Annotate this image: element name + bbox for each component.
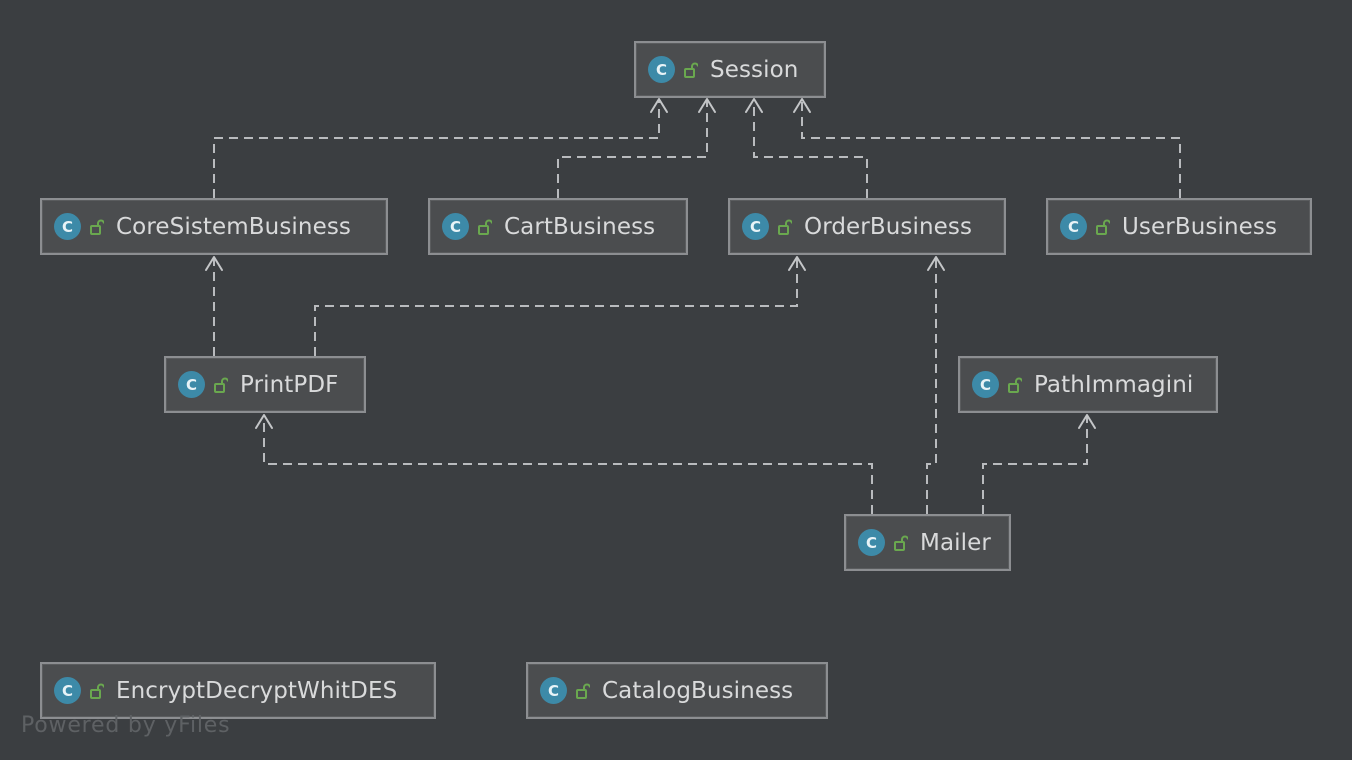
arrowhead-orderbusiness-2 <box>927 256 945 271</box>
class-node-userbusiness[interactable]: C UserBusiness <box>1046 198 1312 255</box>
lock-open-icon <box>576 683 590 699</box>
arrowhead-orderbusiness-1 <box>788 256 806 271</box>
class-node-pathimmagini[interactable]: C PathImmagini <box>958 356 1218 413</box>
class-node-coresistembusiness[interactable]: C CoreSistemBusiness <box>40 198 388 255</box>
class-name: Mailer <box>920 529 991 556</box>
class-name: UserBusiness <box>1122 213 1278 240</box>
edge-mailer-orderbusiness <box>926 257 937 514</box>
arrowhead-printpdf <box>255 414 273 429</box>
class-name: PrintPDF <box>240 371 339 398</box>
arrowhead-coresistembusiness <box>205 256 223 271</box>
class-name: CartBusiness <box>504 213 656 240</box>
arrowhead-session-1 <box>650 98 668 113</box>
watermark-text: Powered by yFiles <box>21 713 231 738</box>
class-node-orderbusiness[interactable]: C OrderBusiness <box>728 198 1006 255</box>
lock-open-icon <box>778 219 792 235</box>
class-node-printpdf[interactable]: C PrintPDF <box>164 356 366 413</box>
lock-open-icon <box>1008 377 1022 393</box>
class-name: CatalogBusiness <box>602 677 794 704</box>
class-node-encryptdecryptwhitdes[interactable]: C EncryptDecryptWhitDES <box>40 662 436 719</box>
edge-coresistembusiness-session <box>213 99 660 198</box>
class-icon: C <box>742 213 769 240</box>
lock-open-icon <box>684 62 698 78</box>
arrowhead-session-2 <box>698 98 716 113</box>
class-node-cartbusiness[interactable]: C CartBusiness <box>428 198 688 255</box>
edge-mailer-printpdf <box>263 415 873 514</box>
lock-open-icon <box>214 377 228 393</box>
edge-orderbusiness-session <box>753 99 868 198</box>
lock-open-icon <box>90 219 104 235</box>
lock-open-icon <box>1096 219 1110 235</box>
class-name: Session <box>710 56 799 83</box>
arrowhead-session-3 <box>745 98 763 113</box>
edge-mailer-pathimmagini <box>982 415 1088 514</box>
lock-open-icon <box>478 219 492 235</box>
edge-cartbusiness-session <box>557 99 708 198</box>
class-icon: C <box>648 56 675 83</box>
class-node-session[interactable]: C Session <box>634 41 826 98</box>
class-icon: C <box>972 371 999 398</box>
class-icon: C <box>54 213 81 240</box>
lock-open-icon <box>90 683 104 699</box>
class-icon: C <box>178 371 205 398</box>
class-icon: C <box>54 677 81 704</box>
edge-printpdf-orderbusiness <box>314 257 798 356</box>
arrowhead-session-4 <box>793 98 811 113</box>
class-icon: C <box>1060 213 1087 240</box>
class-name: EncryptDecryptWhitDES <box>116 677 398 704</box>
class-icon: C <box>540 677 567 704</box>
class-icon: C <box>442 213 469 240</box>
arrowhead-pathimmagini <box>1078 414 1096 429</box>
lock-open-icon <box>894 535 908 551</box>
class-icon: C <box>858 529 885 556</box>
class-name: OrderBusiness <box>804 213 973 240</box>
class-name: PathImmagini <box>1034 371 1194 398</box>
class-name: CoreSistemBusiness <box>116 213 352 240</box>
edge-userbusiness-session <box>801 99 1181 198</box>
class-node-catalogbusiness[interactable]: C CatalogBusiness <box>526 662 828 719</box>
class-node-mailer[interactable]: C Mailer <box>844 514 1011 571</box>
